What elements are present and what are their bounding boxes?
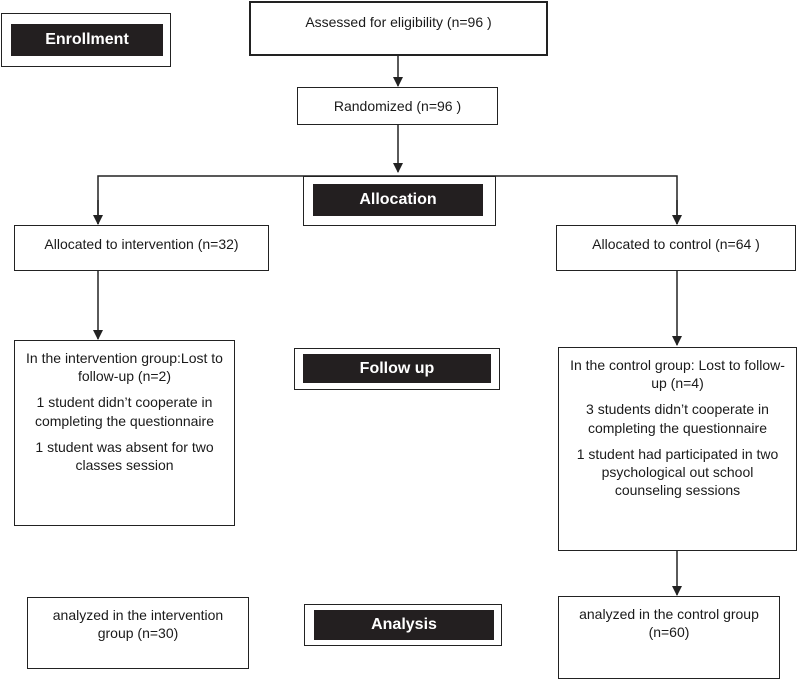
stage-analysis: Analysis: [304, 604, 502, 646]
alloc-intervention-box: Allocated to intervention (n=32): [14, 225, 269, 271]
stage-enrollment-label: Enrollment: [11, 24, 163, 56]
alloc-intervention-text: Allocated to intervention (n=32): [44, 236, 239, 252]
stage-follow-up-label: Follow up: [303, 354, 491, 383]
stage-allocation: Allocation: [303, 176, 496, 226]
stage-follow-up: Follow up: [294, 348, 500, 390]
stage-allocation-label: Allocation: [313, 184, 483, 216]
analysis-intervention-box: analyzed in the intervention group (n=30…: [27, 597, 249, 669]
followup-control-line1: 3 students didn’t cooperate in completin…: [586, 401, 769, 436]
followup-intervention-line1: 1 student didn’t cooperate in completing…: [34, 394, 214, 429]
eligibility-box: Assessed for eligibility (n=96 ): [249, 1, 548, 56]
stage-enrollment: Enrollment: [1, 13, 171, 67]
followup-intervention-line2: 1 student was absent for two classes ses…: [35, 438, 214, 473]
analysis-control-box: analyzed in the control group (n=60): [558, 596, 780, 679]
randomized-text: Randomized (n=96 ): [333, 97, 462, 114]
analysis-intervention-text: analyzed in the intervention group (n=30…: [52, 607, 224, 642]
alloc-control-box: Allocated to control (n=64 ): [556, 225, 796, 271]
analysis-control-text: analyzed in the control group (n=60): [579, 606, 759, 641]
followup-control-box: In the control group: Lost to follow-up …: [558, 347, 797, 551]
alloc-control-text: Allocated to control (n=64 ): [592, 236, 760, 252]
followup-control-line2: 1 student had participated in two psycho…: [576, 445, 779, 499]
randomized-box: Randomized (n=96 ): [297, 87, 498, 125]
followup-intervention-box: In the intervention group:Lost to follow…: [14, 340, 235, 526]
followup-control-title: In the control group: Lost to follow-up …: [570, 357, 785, 392]
followup-intervention-title: In the intervention group:Lost to follow…: [26, 350, 223, 385]
stage-analysis-label: Analysis: [314, 610, 494, 640]
eligibility-text: Assessed for eligibility (n=96 ): [305, 14, 492, 30]
